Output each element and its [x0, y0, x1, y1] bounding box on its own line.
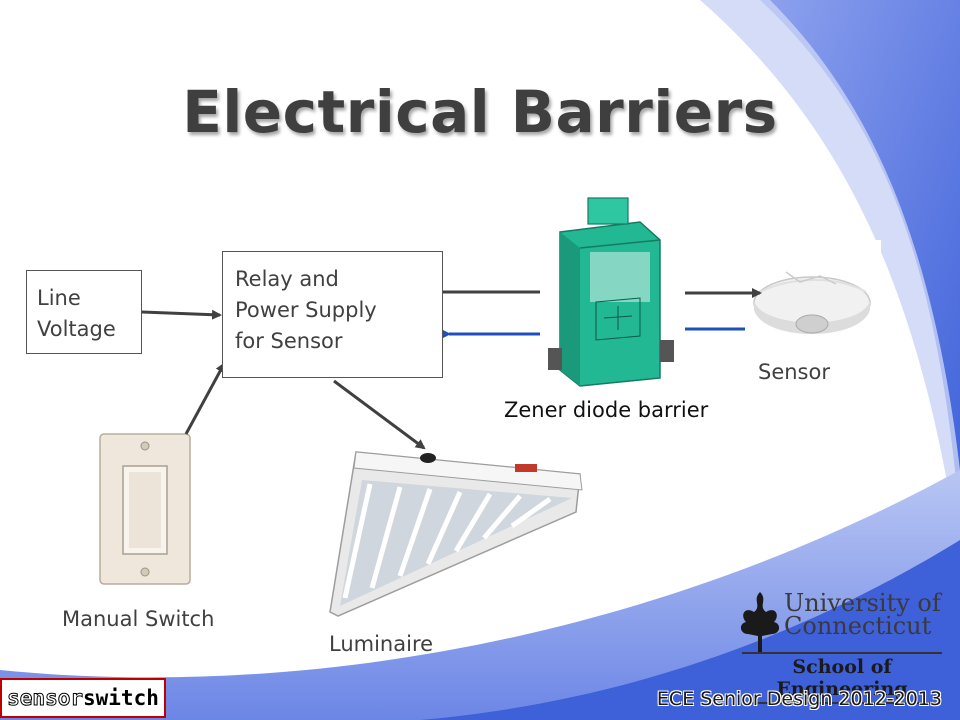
- relay-text-3: for Sensor: [235, 329, 343, 353]
- brand-light-text: sensor: [7, 686, 84, 711]
- manual-switch-label: Manual Switch: [62, 607, 215, 631]
- uconn-wordmark: University of Connecticut: [784, 589, 941, 640]
- background-swoosh-top-light: [700, 0, 960, 560]
- relay-text-2: Power Supply: [235, 298, 377, 322]
- relay-power-supply-block: Relay and Power Supply for Sensor: [222, 251, 443, 378]
- slide-title: Electrical Barriers: [182, 78, 778, 146]
- line-voltage-text-2: Voltage: [37, 317, 116, 341]
- luminaire-label: Luminaire: [329, 632, 434, 656]
- uconn-line-2: Connecticut: [784, 612, 932, 640]
- line-voltage-block: Line Voltage: [26, 270, 142, 354]
- manual-switch-image: [99, 433, 191, 585]
- luminaire-image: [329, 451, 583, 617]
- course-footer: ECE Senior Design 2012-2013: [656, 688, 942, 710]
- sensor-label: Sensor: [758, 360, 830, 384]
- school-of-engineering: School of Engineering: [742, 652, 942, 704]
- arrow-line-to-relay: [141, 309, 222, 320]
- line-voltage-text-1: Line: [37, 286, 81, 310]
- zener-barrier-image: [540, 197, 685, 392]
- arrow-switch-to-relay: [184, 362, 226, 435]
- sensor-image: [745, 240, 881, 358]
- zener-barrier-label: Zener diode barrier: [504, 398, 709, 422]
- background-swoosh-bottom-dark: [420, 540, 960, 720]
- uconn-oak-leaf-logo: [740, 592, 780, 652]
- uconn-line-1: University of: [784, 589, 941, 617]
- sensorswitch-logo: sensorswitch: [0, 678, 166, 718]
- relay-text-1: Relay and: [235, 267, 339, 291]
- background-swoosh-top: [760, 0, 960, 520]
- brand-bold-text: switch: [83, 686, 159, 710]
- arrow-relay-to-luminaire: [333, 379, 426, 450]
